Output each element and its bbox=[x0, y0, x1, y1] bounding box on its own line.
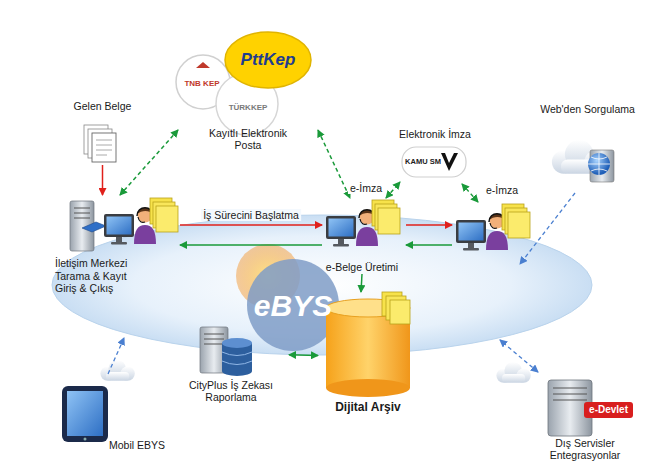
document-stack bbox=[84, 125, 116, 162]
icon-caption: Dijital Arşiv bbox=[335, 400, 401, 414]
service-badge: e-Devlet bbox=[584, 402, 633, 418]
ebys-logo bbox=[236, 244, 339, 351]
dashed-link bbox=[462, 184, 478, 202]
archive-cylinder bbox=[326, 379, 410, 397]
labelled-icon: Mobil EBYS bbox=[55, 372, 165, 452]
edge-label: e-İmza bbox=[348, 182, 384, 194]
logo-text: TÜRKKEP bbox=[229, 103, 268, 112]
logo-text: PttKep bbox=[241, 50, 296, 70]
flow-label: e-İmza bbox=[486, 184, 518, 196]
icon-caption: e-Belge Üretimi bbox=[326, 261, 398, 274]
icon-caption: Dış Servisler Entegrasyonlar bbox=[530, 437, 640, 462]
labelled-icon: Gelen Belge bbox=[65, 100, 140, 165]
workflow-arrow bbox=[406, 225, 452, 245]
product-logo: eBYS bbox=[254, 289, 332, 324]
archive-cylinder bbox=[326, 292, 410, 397]
labelled-icon: İletişim Merkezi Tarama & Kayıt Giriş & … bbox=[55, 195, 180, 295]
connector bbox=[120, 130, 178, 195]
kep-logos bbox=[176, 32, 311, 135]
contact-center-workstation bbox=[82, 222, 106, 232]
connector bbox=[361, 274, 362, 292]
web-query-icon bbox=[552, 140, 614, 182]
connector bbox=[102, 165, 104, 195]
contact-center-workstation bbox=[70, 198, 178, 251]
kamu-sm-logo bbox=[402, 147, 466, 177]
labelled-icon: CityPlus İş Zekası Raporlama bbox=[173, 322, 289, 404]
mobile-tablet bbox=[67, 391, 103, 436]
labelled-icon: Elektronik İmza bbox=[385, 128, 485, 182]
mobile-tablet bbox=[100, 360, 134, 381]
bi-server bbox=[222, 366, 252, 376]
dashed-link bbox=[520, 193, 575, 264]
icon-caption: Mobil EBYS bbox=[109, 439, 165, 452]
document-stack bbox=[96, 140, 112, 155]
bi-server bbox=[222, 338, 252, 348]
dashed-link bbox=[108, 338, 124, 374]
external-server bbox=[496, 362, 592, 436]
labelled-icon: e-DevletDış Servisler Entegrasyonlar bbox=[525, 370, 645, 462]
mobile-tablet bbox=[62, 360, 135, 442]
approver-workstation bbox=[456, 204, 530, 251]
dashed-link bbox=[108, 184, 575, 374]
logo-text: KAMU SM bbox=[405, 158, 441, 167]
bi-server bbox=[222, 352, 252, 365]
connector bbox=[180, 224, 322, 226]
icon-caption: CityPlus İş Zekası Raporlama bbox=[176, 379, 286, 404]
kamu-sm-logo bbox=[441, 153, 458, 171]
labelled-icon: Kayıtlı Elektronik Posta bbox=[178, 30, 318, 152]
bi-server bbox=[200, 327, 252, 376]
icon-caption: Kayıtlı Elektronik Posta bbox=[206, 127, 290, 152]
bi-server bbox=[204, 334, 224, 344]
web-query-icon bbox=[588, 153, 610, 175]
external-server bbox=[553, 388, 587, 400]
edge-label: İş Sürecini Başlatma bbox=[201, 209, 301, 221]
mobile-tablet bbox=[84, 438, 87, 441]
kep-logos bbox=[225, 32, 311, 88]
workflow-arrow bbox=[406, 224, 452, 226]
mobile-tablet bbox=[62, 386, 108, 442]
icon-caption: Elektronik İmza bbox=[399, 128, 471, 141]
labelled-icon: e-Belge Üretimi bbox=[322, 198, 402, 274]
icon-caption: İletişim Merkezi Tarama & Kayıt Giriş & … bbox=[55, 257, 150, 295]
logo-text: TNB KEP bbox=[184, 79, 219, 88]
contact-center-workstation bbox=[74, 208, 90, 218]
connector bbox=[180, 244, 322, 246]
dashed-link bbox=[500, 340, 538, 372]
connector bbox=[289, 354, 318, 356]
icon-caption: Gelen Belge bbox=[74, 100, 132, 113]
kamu-sm-logo bbox=[402, 147, 466, 177]
contact-center-workstation bbox=[104, 198, 178, 245]
icon-caption: Web'den Sorgulama bbox=[540, 103, 635, 116]
approver-workstation bbox=[456, 204, 530, 251]
labelled-icon: Web'den Sorgulama bbox=[535, 103, 640, 191]
document-stack bbox=[92, 133, 116, 162]
web-query-icon bbox=[588, 153, 610, 175]
external-server bbox=[496, 362, 530, 383]
connector bbox=[318, 130, 350, 198]
archive-cylinder bbox=[390, 300, 410, 324]
workflow-arrow bbox=[406, 244, 452, 246]
kep-logos bbox=[196, 62, 210, 68]
ebelge-workstation bbox=[326, 200, 400, 247]
ebys-logo bbox=[247, 259, 339, 351]
labelled-icon: Dijital Arşiv bbox=[318, 292, 418, 414]
connector bbox=[386, 182, 400, 198]
ebelge-workstation bbox=[326, 200, 400, 247]
